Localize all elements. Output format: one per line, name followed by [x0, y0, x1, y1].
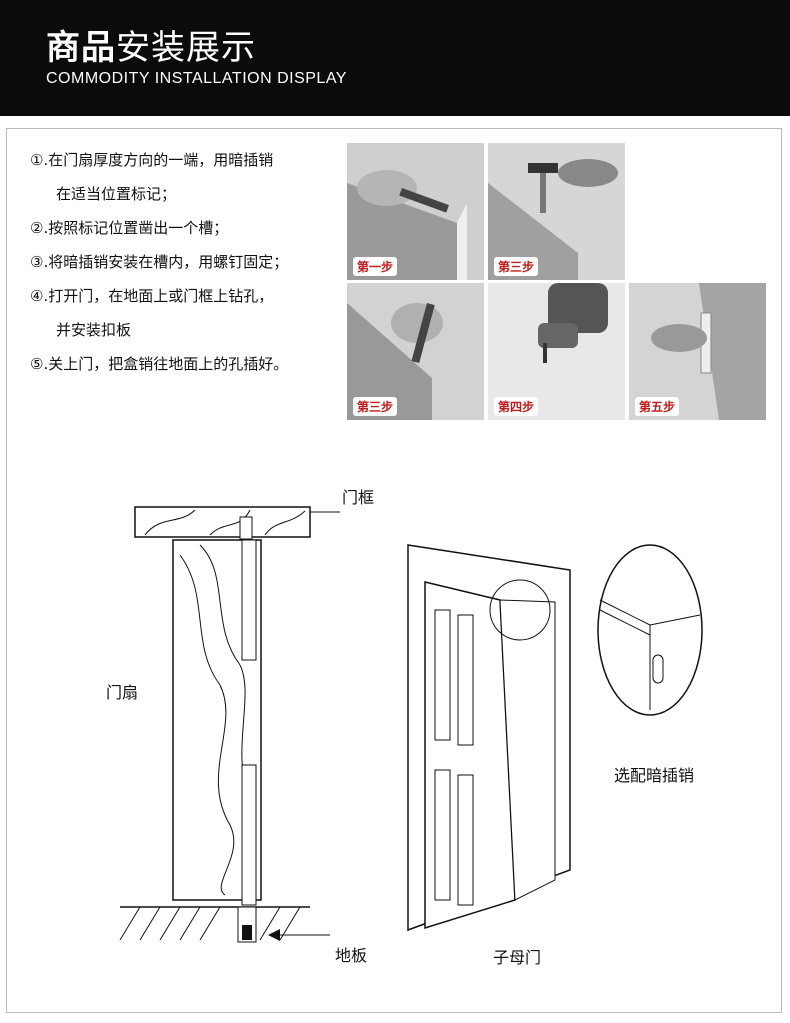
content-frame [6, 128, 782, 1013]
step-line: ⑤.关上门，把盒销往地面上的孔插好。 [30, 355, 289, 373]
page-title: 商品安装展示 [46, 20, 256, 69]
step-label: 第四步 [494, 397, 539, 416]
step-line: 在适当位置标记； [56, 185, 177, 203]
bolt-detail-icon [597, 544, 703, 716]
step-photo-3: 第三步 [347, 283, 484, 420]
step-list: ①.在门扇厚度方向的一端，用暗插销 在适当位置标记； ②.按照标记位置凿出一个槽… [30, 148, 340, 386]
step-label: 第一步 [353, 257, 398, 276]
step-line: 并安装扣板 [56, 321, 132, 339]
step-line: ③.将暗插销安装在槽内，用螺钉固定； [30, 253, 289, 271]
label-floor: 地板 [335, 946, 368, 965]
title-light: 安装展示 [116, 28, 256, 68]
label-door-leaf: 门扇 [106, 683, 139, 702]
step-photo-4: 第四步 [488, 283, 625, 420]
label-optional-bolt: 选配暗插销 [614, 766, 695, 785]
step-photo-5: 第五步 [629, 283, 766, 420]
step-line: ②.按照标记位置凿出一个槽； [30, 219, 229, 237]
title-bold: 商品 [46, 28, 116, 68]
step-photo-1: 第一步 [347, 143, 484, 280]
step-label: 第五步 [635, 397, 680, 416]
label-door-frame: 门框 [342, 488, 375, 507]
label-double-door: 子母门 [493, 948, 542, 967]
step-line: ①.在门扇厚度方向的一端，用暗插销 [30, 151, 274, 169]
door-section-diagram [119, 506, 340, 943]
bolt-install-icon [629, 283, 766, 420]
step-label: 第三步 [494, 257, 539, 276]
page-subtitle: COMMODITY INSTALLATION DISPLAY [46, 70, 347, 87]
step-label: 第三步 [353, 397, 398, 416]
step-photo-2: 第三步 [488, 143, 625, 280]
header-banner: 商品安装展示 COMMODITY INSTALLATION DISPLAY [0, 0, 790, 116]
double-door-diagram [407, 544, 571, 932]
step-line: ④.打开门，在地面上或门框上钻孔， [30, 287, 274, 305]
hammer-chisel-icon [488, 143, 625, 280]
